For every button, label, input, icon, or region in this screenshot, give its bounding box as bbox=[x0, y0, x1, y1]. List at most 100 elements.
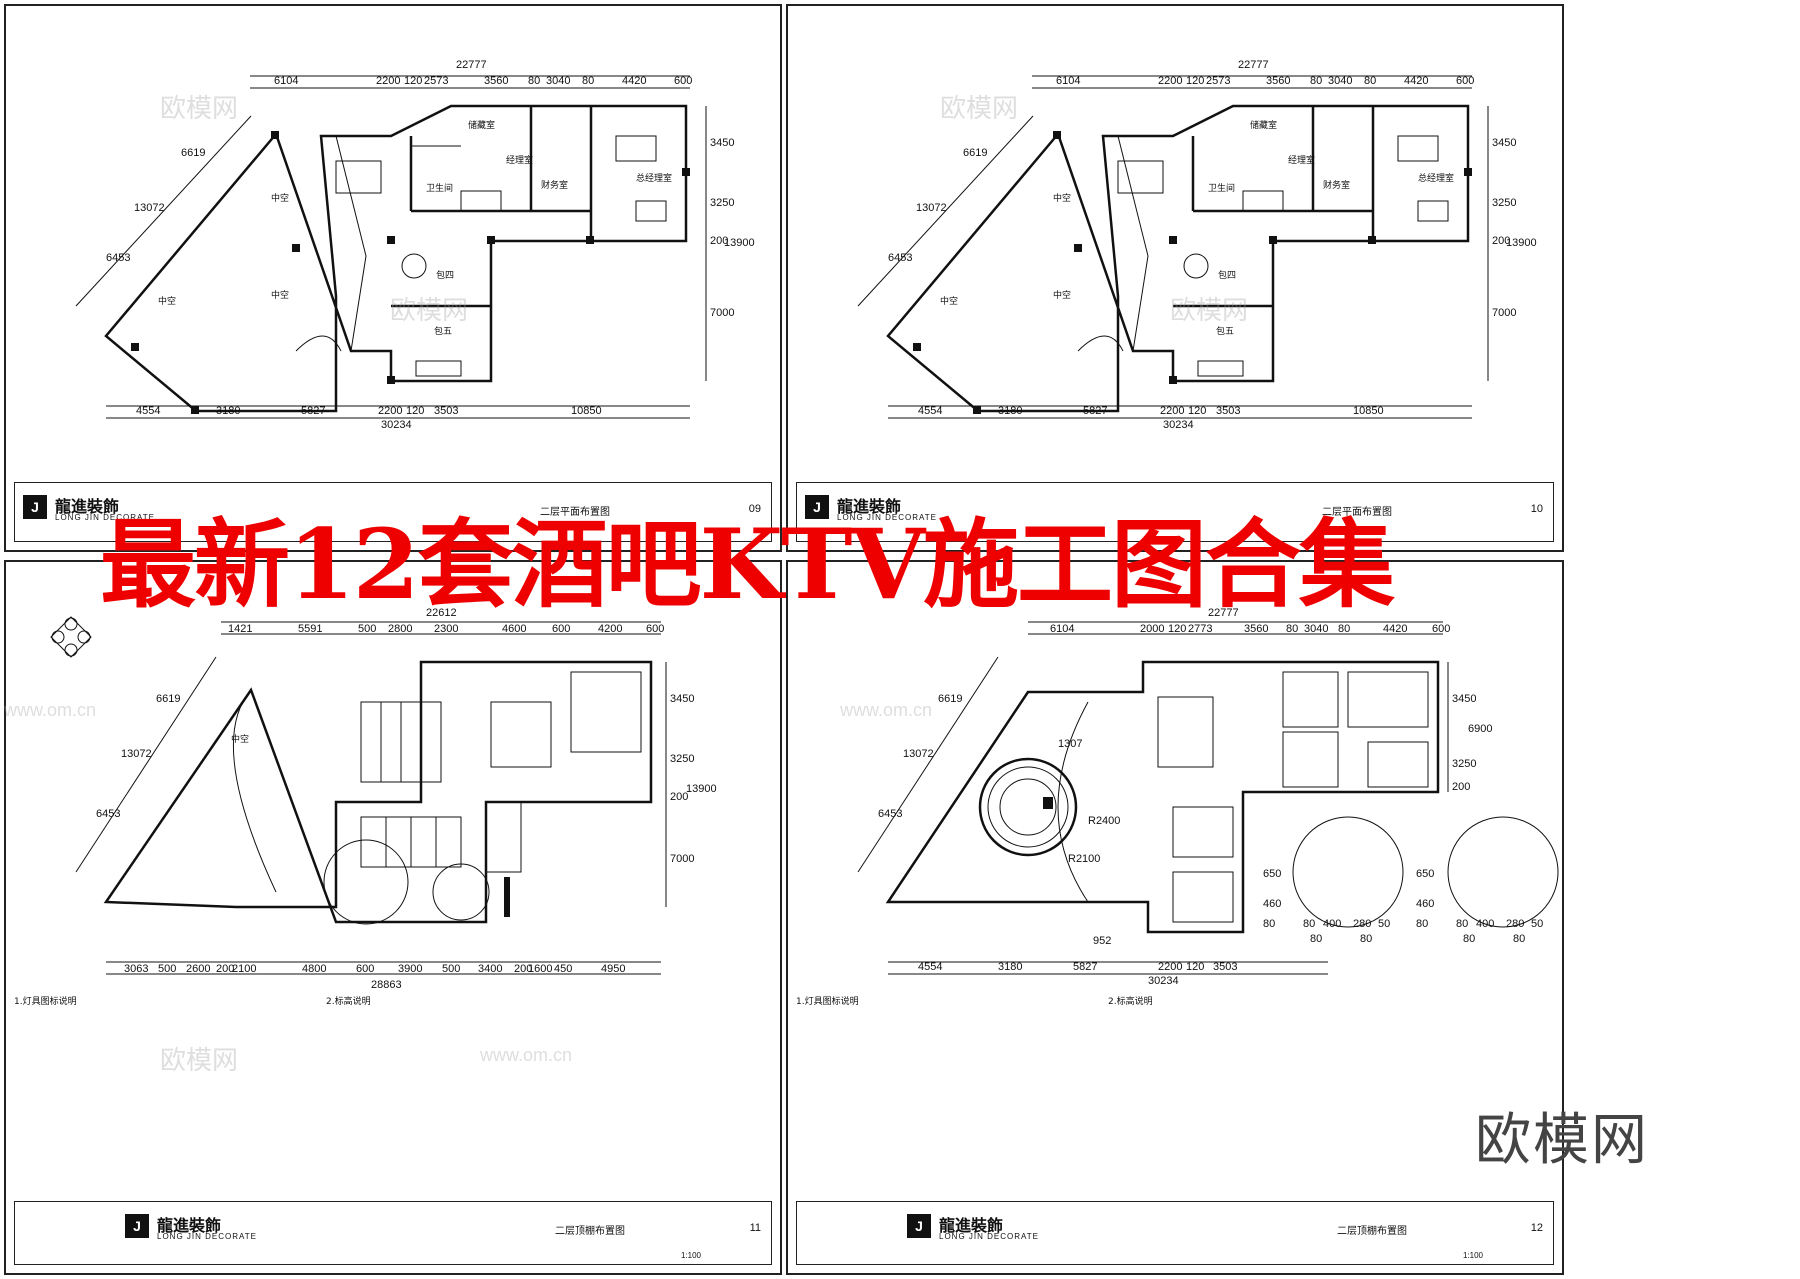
svg-text:80: 80 bbox=[1286, 623, 1298, 635]
svg-text:450: 450 bbox=[554, 963, 572, 975]
dims-left: 6619 13072 6453 bbox=[75, 656, 217, 873]
dims-top: 6104 2200 120 2573 3560 80 3040 80 4420 … bbox=[1056, 75, 1474, 87]
svg-text:10850: 10850 bbox=[571, 405, 602, 417]
svg-text:6453: 6453 bbox=[96, 808, 120, 820]
svg-text:400: 400 bbox=[1476, 918, 1494, 930]
svg-text:包四: 包四 bbox=[436, 269, 454, 281]
svg-text:80: 80 bbox=[1310, 933, 1322, 945]
svg-text:3063: 3063 bbox=[124, 963, 148, 975]
svg-text:6619: 6619 bbox=[181, 147, 205, 159]
ceiling-grid bbox=[1157, 671, 1429, 923]
svg-text:13072: 13072 bbox=[903, 748, 934, 760]
svg-text:200: 200 bbox=[514, 963, 532, 975]
svg-text:储藏室: 储藏室 bbox=[1250, 119, 1277, 131]
svg-text:卫生间: 卫生间 bbox=[1208, 182, 1235, 194]
svg-text:600: 600 bbox=[1432, 623, 1450, 635]
banner-title: 最新12套酒吧KTV施工图合集 bbox=[100, 508, 1395, 621]
svg-text:3450: 3450 bbox=[670, 693, 694, 705]
svg-text:500: 500 bbox=[442, 963, 460, 975]
svg-text:中空: 中空 bbox=[158, 295, 176, 307]
svg-text:120: 120 bbox=[406, 405, 424, 417]
svg-text:4420: 4420 bbox=[1404, 75, 1428, 87]
sheet-number: 10 bbox=[1530, 503, 1543, 515]
svg-text:3560: 3560 bbox=[1266, 75, 1290, 87]
svg-text:50: 50 bbox=[1378, 918, 1390, 930]
brand-sub: LONG JIN DECORATE bbox=[55, 513, 155, 522]
svg-text:2100: 2100 bbox=[232, 963, 256, 975]
svg-text:6619: 6619 bbox=[938, 693, 962, 705]
svg-text:1600: 1600 bbox=[528, 963, 552, 975]
svg-text:80: 80 bbox=[1513, 933, 1525, 945]
svg-text:3250: 3250 bbox=[710, 197, 734, 209]
sheet-number: 12 bbox=[1530, 1222, 1543, 1234]
svg-text:中空: 中空 bbox=[231, 733, 249, 745]
svg-text:总经理室: 总经理室 bbox=[1418, 172, 1454, 184]
ceiling-plan-12: 22777 6104 2000 120 2773 3560 80 3040 80… bbox=[857, 607, 1559, 987]
svg-text:6453: 6453 bbox=[888, 252, 912, 264]
brand-name: 龍進裝飾 bbox=[157, 1216, 222, 1235]
dims-bottom: 4554 3180 5827 2200 120 3503 10850 30234 bbox=[888, 405, 1472, 431]
dims-right: 3450 3250 200 6900 bbox=[1447, 662, 1492, 793]
watermark: 欧模网 bbox=[1170, 296, 1249, 326]
room-labels: 储藏室 卫生间 财务室 总经理室 经理室 包四 包五 中空 中空 中空 bbox=[158, 119, 672, 337]
watermark: 欧模网 bbox=[390, 296, 469, 326]
svg-text:13900: 13900 bbox=[686, 783, 717, 795]
svg-text:3180: 3180 bbox=[998, 405, 1022, 417]
dims-bottom: 4554 3180 5827 2200 120 3503 30234 bbox=[888, 961, 1328, 987]
svg-text:1307: 1307 bbox=[1058, 738, 1082, 750]
svg-text:500: 500 bbox=[158, 963, 176, 975]
svg-text:包四: 包四 bbox=[1218, 269, 1236, 281]
svg-text:R2400: R2400 bbox=[1088, 815, 1120, 827]
svg-text:200: 200 bbox=[670, 791, 688, 803]
svg-text:3450: 3450 bbox=[710, 137, 734, 149]
svg-text:3503: 3503 bbox=[1216, 405, 1240, 417]
drawing-sheet-09: 22777 6104 2200 120 2573 3560 80 3040 80… bbox=[4, 4, 782, 552]
room-labels: 中空 bbox=[231, 733, 249, 745]
svg-text:3250: 3250 bbox=[1492, 197, 1516, 209]
svg-text:200: 200 bbox=[710, 235, 728, 247]
legend-elevation-title: 2.标高说明 bbox=[1108, 997, 1153, 1007]
sheet-scale: 1:100 bbox=[680, 1251, 701, 1260]
svg-text:2773: 2773 bbox=[1188, 623, 1212, 635]
svg-text:3560: 3560 bbox=[1244, 623, 1268, 635]
svg-text:6104: 6104 bbox=[1050, 623, 1074, 635]
svg-text:2573: 2573 bbox=[424, 75, 448, 87]
svg-text:包五: 包五 bbox=[434, 325, 452, 337]
svg-text:80: 80 bbox=[582, 75, 594, 87]
brand-logo-icon: J bbox=[23, 495, 47, 519]
svg-text:3503: 3503 bbox=[434, 405, 458, 417]
svg-text:6453: 6453 bbox=[878, 808, 902, 820]
svg-text:80: 80 bbox=[1456, 918, 1468, 930]
dims-bottom: 4554 3180 5827 2200 120 3503 10850 30234 bbox=[106, 405, 690, 431]
watermark: 欧模网 bbox=[940, 94, 1019, 124]
brand-logo-icon: J bbox=[907, 1214, 931, 1238]
svg-text:650: 650 bbox=[1263, 868, 1281, 880]
svg-text:30234: 30234 bbox=[1163, 419, 1194, 431]
svg-text:7000: 7000 bbox=[710, 307, 734, 319]
svg-text:1421: 1421 bbox=[228, 623, 252, 635]
dims-left: 6619 13072 6453 bbox=[75, 115, 252, 307]
svg-text:460: 460 bbox=[1263, 898, 1281, 910]
svg-text:6619: 6619 bbox=[963, 147, 987, 159]
svg-text:4950: 4950 bbox=[601, 963, 625, 975]
title-block: J 龍進裝飾 LONG JIN DECORATE 二层平面布置图 10 bbox=[796, 482, 1554, 542]
svg-text:6619: 6619 bbox=[156, 693, 180, 705]
svg-text:120: 120 bbox=[1168, 623, 1186, 635]
svg-text:600: 600 bbox=[552, 623, 570, 635]
svg-text:总经理室: 总经理室 bbox=[636, 172, 672, 184]
svg-text:3250: 3250 bbox=[1452, 758, 1476, 770]
drawing-sheet-10: 22777 6104 2200 120 2573 3560 80 3040 80… bbox=[786, 4, 1564, 552]
svg-text:4554: 4554 bbox=[136, 405, 160, 417]
svg-text:5827: 5827 bbox=[1073, 961, 1097, 973]
svg-text:28863: 28863 bbox=[371, 979, 402, 991]
floor-plan-09: 22777 6104 2200 120 2573 3560 80 3040 80… bbox=[75, 59, 755, 431]
svg-text:7000: 7000 bbox=[670, 853, 694, 865]
watermark-url: www.om.cn bbox=[840, 700, 933, 720]
svg-text:120: 120 bbox=[1186, 75, 1204, 87]
legend-elevation-title: 2.标高说明 bbox=[326, 997, 371, 1007]
svg-text:13072: 13072 bbox=[916, 202, 947, 214]
svg-text:2200: 2200 bbox=[378, 405, 402, 417]
svg-text:30234: 30234 bbox=[1148, 975, 1179, 987]
brand-name: 龍進裝飾 bbox=[939, 1216, 1004, 1235]
dims-right: 3450 3250 200 7000 13900 bbox=[705, 106, 755, 381]
